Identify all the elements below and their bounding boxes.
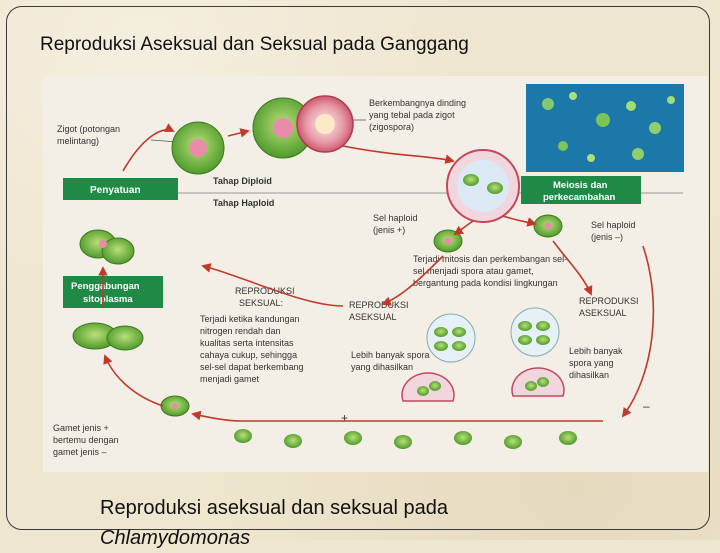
- stage-diploid: Tahap Diploid: [213, 176, 272, 186]
- label-spora-right-3: dihasilkan: [569, 370, 609, 380]
- cycle-arrows: [98, 123, 655, 422]
- zygospore: [296, 95, 354, 153]
- label-sel-minus-2: (jenis –): [591, 232, 623, 242]
- label-sel-minus-1: Sel haploid: [591, 220, 636, 230]
- label-zigot-1: Zigot (potongan: [57, 124, 120, 134]
- label-dinding-2: yang tebal pada zigot: [369, 110, 455, 120]
- lifecycle-figure: Zigot (potongan melintang) Berkembangnya…: [43, 76, 708, 472]
- label-dinding-3: (zigospora): [369, 122, 414, 132]
- svg-text:Penyatuan: Penyatuan: [90, 185, 141, 196]
- single-gamete: [160, 395, 190, 417]
- svg-text:sitoplasma: sitoplasma: [83, 294, 133, 305]
- label-seksual-body-2: nitrogen rendah dan: [200, 326, 281, 336]
- label-mitosis-3: bergantung pada kondisi lingkungan: [413, 278, 558, 288]
- sporangium-right: [510, 307, 560, 357]
- sporangium-right-releasing: [511, 367, 565, 397]
- label-mitosis-1: Terjadi mitosis dan perkembangan sel-: [413, 254, 567, 264]
- label-seksual-body-6: menjadi gamet: [200, 374, 260, 384]
- label-mitosis-2: sel menjadi spora atau gamet,: [413, 266, 534, 276]
- zygote-cross-section: [171, 121, 225, 175]
- label-sel-plus-2: (jenis +): [373, 225, 405, 235]
- label-zigot-2: melintang): [57, 136, 99, 146]
- label-seksual-body-1: Terjadi ketika kandungan: [200, 314, 300, 324]
- sporangium-left: [426, 313, 476, 363]
- slide-title: Reproduksi Aseksual dan Seksual pada Gan…: [40, 34, 469, 55]
- label-gamet-1: Gamet jenis +: [53, 423, 109, 433]
- svg-text:Meiosis dan: Meiosis dan: [553, 180, 608, 191]
- fusing-gametes: [79, 229, 135, 265]
- box-penyatuan: Penyatuan: [63, 178, 178, 200]
- haploid-cell-plus: [433, 229, 463, 253]
- label-seksual-title-1: REPRODUKSI: [235, 286, 295, 296]
- label-dinding-1: Berkembangnya dinding: [369, 98, 466, 108]
- stage-haploid: Tahap Haploid: [213, 198, 274, 208]
- label-spora-right-2: spora yang: [569, 358, 614, 368]
- sign-minus: –: [643, 399, 650, 413]
- label-seksual-body-5: sel-sel dapat berkembang: [200, 362, 304, 372]
- haploid-cell-minus: [533, 214, 563, 238]
- slide-caption: Reproduksi aseksual dan seksual pada Chl…: [100, 493, 448, 553]
- label-seksual-body-3: kualitas serta intensitas: [200, 338, 294, 348]
- label-aseksual-left-1: REPRODUKSI: [349, 300, 409, 310]
- label-spora-left-1: Lebih banyak spora: [351, 350, 430, 360]
- zygospore-germinating: [446, 149, 520, 223]
- box-meiosis: Meiosis dan perkecambahan: [521, 176, 641, 204]
- label-aseksual-right-1: REPRODUKSI: [579, 296, 639, 306]
- label-seksual-body-4: cahaya cukup, sehingga: [200, 350, 297, 360]
- label-aseksual-left-2: ASEKSUAL: [349, 312, 397, 322]
- svg-text:perkecambahan: perkecambahan: [543, 192, 616, 203]
- plasmogamy-cells: [72, 322, 144, 351]
- label-gamet-2: bertemu dengan: [53, 435, 119, 445]
- zoospores-row: [234, 429, 577, 449]
- sporangium-left-releasing: [401, 372, 455, 402]
- label-sel-plus-1: Sel haploid: [373, 213, 418, 223]
- label-spora-right-1: Lebih banyak: [569, 346, 623, 356]
- label-aseksual-right-2: ASEKSUAL: [579, 308, 627, 318]
- label-spora-left-2: yang dihasilkan: [351, 362, 413, 372]
- box-penggabungan: Penggabungan sitoplasma: [63, 276, 163, 308]
- svg-text:Penggabungan: Penggabungan: [71, 281, 140, 292]
- sign-plus: +: [341, 411, 348, 425]
- caption-line-2: Chlamydomonas: [100, 527, 251, 549]
- label-gamet-3: gamet jenis –: [53, 447, 107, 457]
- slide-frame: [6, 6, 710, 530]
- caption-line-1: Reproduksi aseksual dan seksual pada: [100, 497, 448, 519]
- label-seksual-title-2: SEKSUAL:: [239, 298, 283, 308]
- micrograph-photo: [526, 84, 684, 172]
- lifecycle-diagram: Zigot (potongan melintang) Berkembangnya…: [53, 84, 684, 457]
